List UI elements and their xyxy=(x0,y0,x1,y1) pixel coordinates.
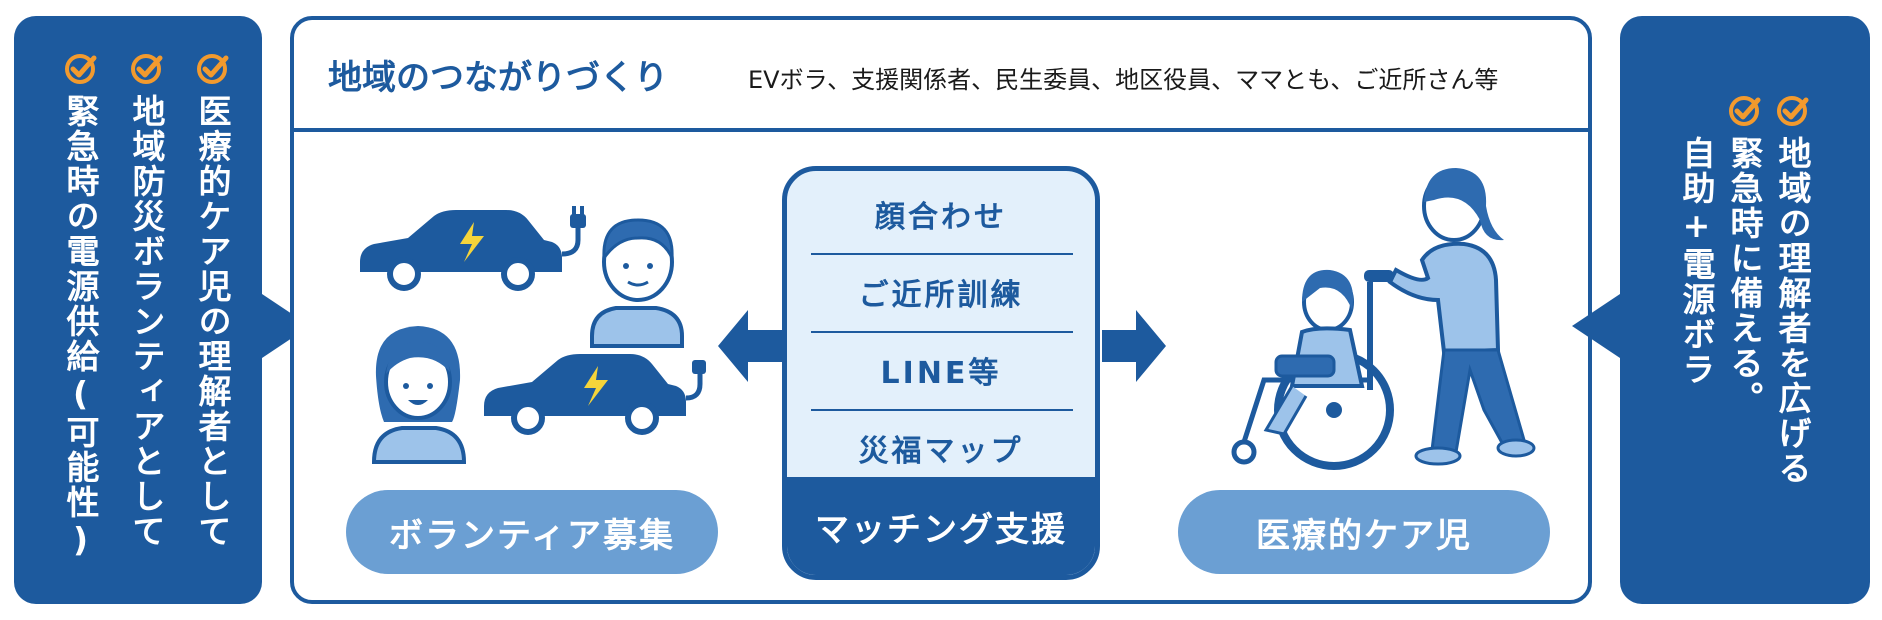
right-item-text: 地域の理解者を広げる xyxy=(1773,136,1812,486)
care-child-illustration xyxy=(1231,168,1536,470)
check-icon xyxy=(131,54,163,84)
left-item-text: 医療的ケア児の理解者として xyxy=(193,94,232,549)
divider xyxy=(811,409,1073,411)
man-avatar-icon xyxy=(590,218,684,348)
right-item-2: 自助+電源ボラ xyxy=(1672,136,1720,387)
left-item-text: 緊急時の電源供給(可能性) xyxy=(61,94,100,561)
left-item-2: 緊急時の電源供給(可能性) xyxy=(56,52,104,561)
matching-item-line: LINE等 xyxy=(880,356,1002,391)
left-item-1: 地域防災ボランティアとして xyxy=(122,52,170,549)
ev-car-icon xyxy=(484,354,706,435)
right-item-1: 緊急時に備える。 xyxy=(1720,94,1768,416)
right-item-text: 緊急時に備える。 xyxy=(1725,136,1764,416)
left-item-0: 医療的ケア児の理解者として xyxy=(188,52,236,549)
arrow-right-icon xyxy=(1102,310,1166,382)
right-panel: 地域の理解者を広げる 緊急時に備える。 自助+電源ボラ xyxy=(1620,16,1870,604)
check-icon xyxy=(1729,96,1761,126)
matching-support-label: マッチング支援 xyxy=(787,477,1095,575)
care-child-pill: 医療的ケア児 xyxy=(1178,490,1550,574)
check-icon xyxy=(1777,96,1809,126)
check-icon xyxy=(65,54,97,84)
volunteer-illustration xyxy=(360,206,706,464)
wheelchair-icon xyxy=(1231,269,1394,470)
main-frame: 地域のつながりづくり EVボラ、支援関係者、民生委員、地区役員、ママとも、ご近所… xyxy=(290,16,1592,604)
matching-item-meeting: 顔合わせ xyxy=(875,200,1007,235)
arrow-left-icon xyxy=(718,310,782,382)
caregiver-icon xyxy=(1387,168,1536,466)
header-subtitle: EVボラ、支援関係者、民生委員、地区役員、ママとも、ご近所さん等 xyxy=(748,66,1499,94)
right-item-0: 地域の理解者を広げる xyxy=(1768,94,1816,486)
left-item-text: 地域防災ボランティアとして xyxy=(127,94,166,549)
woman-avatar-icon xyxy=(371,326,467,464)
matching-item-map: 災福マップ xyxy=(858,434,1024,469)
divider xyxy=(811,253,1073,255)
ev-car-icon xyxy=(360,206,586,291)
check-icon xyxy=(197,54,229,84)
matching-item-drill: ご近所訓練 xyxy=(858,278,1024,313)
divider xyxy=(811,331,1073,333)
volunteer-recruitment-pill: ボランティア募集 xyxy=(346,490,718,574)
header-title: 地域のつながりづくり xyxy=(328,58,668,98)
left-panel: 医療的ケア児の理解者として 地域防災ボランティアとして 緊急時の電源供給(可能性… xyxy=(14,16,262,604)
matching-support-box: 顔合わせ ご近所訓練 LINE等 災福マップ マッチング支援 xyxy=(782,166,1100,580)
header-divider xyxy=(294,128,1588,132)
right-item-text: 自助+電源ボラ xyxy=(1677,136,1716,387)
right-pointer-arrow xyxy=(1572,294,1620,358)
